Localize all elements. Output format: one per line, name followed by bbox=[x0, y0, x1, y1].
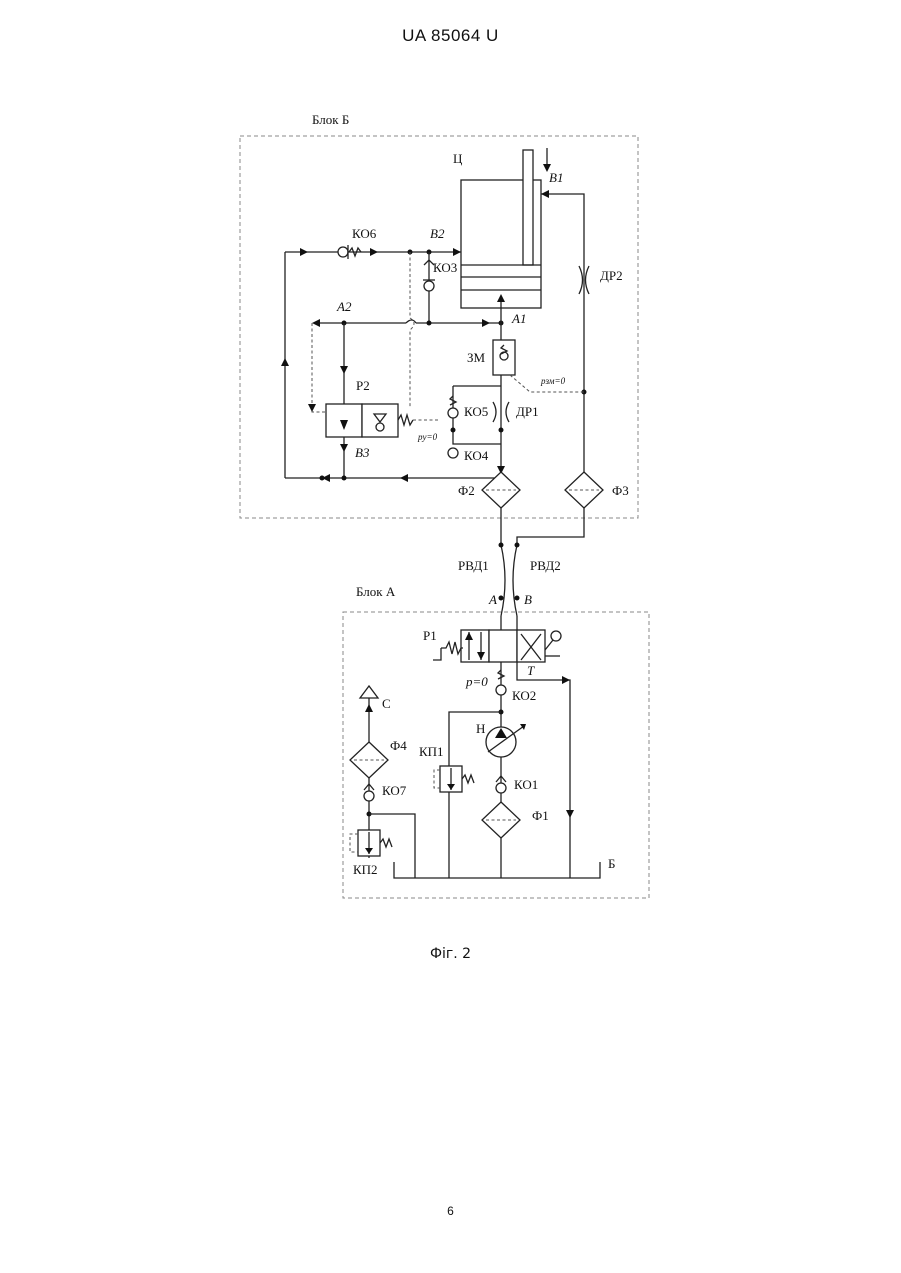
label-zm: ЗМ bbox=[467, 350, 486, 365]
filter-f4 bbox=[350, 742, 388, 778]
pump-h bbox=[486, 724, 526, 757]
label-r1: P1 bbox=[423, 628, 437, 643]
tank-b bbox=[394, 862, 600, 878]
outlet-c bbox=[360, 686, 378, 742]
valve-r2 bbox=[326, 404, 413, 437]
label-n: Н bbox=[476, 721, 485, 736]
lock-zm bbox=[493, 340, 515, 375]
label-tank: Б bbox=[608, 856, 615, 871]
label-kp1: КП1 bbox=[419, 744, 444, 759]
block-b-label: Блок Б bbox=[312, 112, 349, 127]
label-a1: A1 bbox=[511, 311, 526, 326]
relief-valve-kp1 bbox=[434, 766, 474, 792]
label-a2: A2 bbox=[336, 299, 352, 314]
label-b2: B2 bbox=[430, 226, 445, 241]
label-kp2: КП2 bbox=[353, 862, 378, 877]
label-f2: Ф2 bbox=[458, 483, 475, 498]
label-pzm-zero: pзм=0 bbox=[540, 376, 566, 386]
label-r2: P2 bbox=[356, 378, 370, 393]
label-f4: Ф4 bbox=[390, 738, 407, 753]
block-b-frame bbox=[240, 136, 638, 518]
label-ko6: КО6 bbox=[352, 226, 377, 241]
relief-valve-kp2 bbox=[350, 830, 392, 856]
label-dr1: ДР1 bbox=[516, 404, 539, 419]
label-dr2: ДР2 bbox=[600, 268, 623, 283]
label-f3: Ф3 bbox=[612, 483, 629, 498]
label-ko7: КО7 bbox=[382, 783, 407, 798]
label-s: С bbox=[382, 696, 391, 711]
valve-r1 bbox=[433, 630, 561, 662]
label-b1: B1 bbox=[549, 170, 563, 185]
label-ko4: КО4 bbox=[464, 448, 489, 463]
figure-caption: Фіг. 2 bbox=[0, 946, 901, 962]
label-rvd2: РВД2 bbox=[530, 558, 561, 573]
page-number: 6 bbox=[0, 1204, 901, 1218]
label-b3: B3 bbox=[355, 445, 370, 460]
label-ko5: КО5 bbox=[464, 404, 488, 419]
label-a: A bbox=[488, 592, 497, 607]
filter-f1 bbox=[482, 802, 520, 838]
label-py-zero: py=0 bbox=[417, 432, 438, 442]
label-ko2: КО2 bbox=[512, 688, 536, 703]
block-a-label: Блок А bbox=[356, 584, 396, 599]
label-ko3: КО3 bbox=[433, 260, 457, 275]
label-f1: Ф1 bbox=[532, 808, 549, 823]
label-t: T bbox=[527, 663, 535, 678]
check-valve-ko4 bbox=[448, 448, 458, 458]
cylinder bbox=[461, 148, 551, 308]
filter-f3 bbox=[565, 472, 603, 508]
label-c: Ц bbox=[453, 151, 463, 166]
label-ko1: КО1 bbox=[514, 777, 538, 792]
label-rvd1: РВД1 bbox=[458, 558, 489, 573]
label-p-zero: p=0 bbox=[465, 674, 488, 689]
label-b: B bbox=[524, 592, 532, 607]
